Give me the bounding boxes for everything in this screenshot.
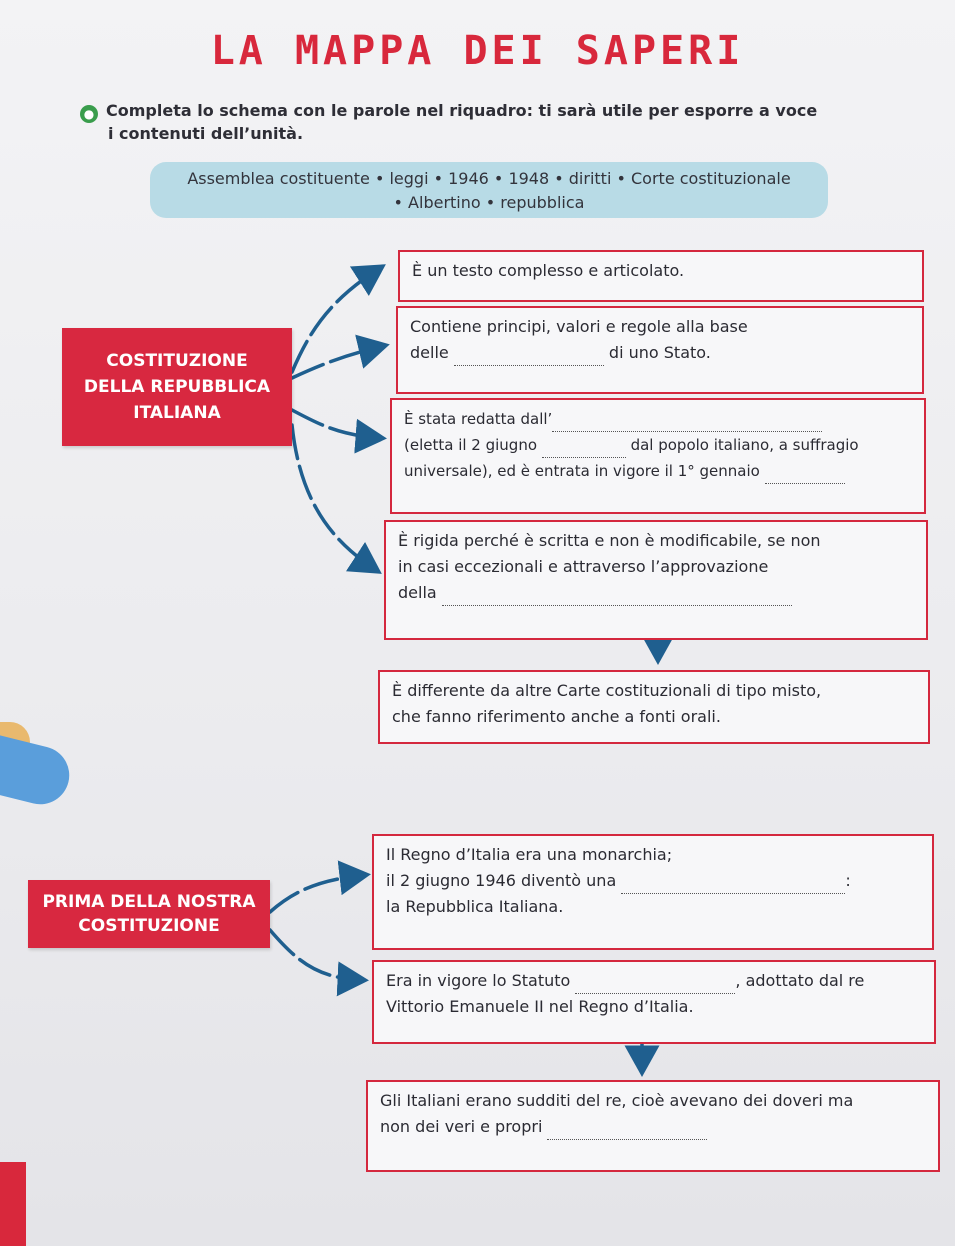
box-text: in casi eccezionali e attraverso l’appro… — [398, 557, 769, 576]
box-text: , adottato dal re — [735, 971, 865, 990]
fill-blank-1946[interactable] — [541, 439, 626, 458]
fill-blank-assemblea[interactable] — [552, 413, 823, 432]
box-text: È un testo complesso e articolato. — [412, 261, 685, 280]
word-box-line-1: Assemblea costituente • leggi • 1946 • 1… — [187, 169, 791, 188]
box-text: Il Regno d’Italia era una monarchia; — [386, 845, 673, 864]
instruction: ● Completa lo schema con le parole nel ri… — [80, 100, 840, 144]
concept-box-8: Gli Italiani erano sudditi del re, cioè … — [366, 1080, 940, 1172]
curved-arrow-icon — [268, 928, 369, 997]
box-text: Era in vigore lo Statuto — [386, 971, 571, 990]
label-line: DELLA REPUBBLICA — [83, 377, 271, 397]
concept-box-2: Contiene principi, valori e regole alla … — [396, 306, 924, 394]
box-text: la Repubblica Italiana. — [386, 897, 564, 916]
box-text: È stata redatta dall’ — [404, 410, 553, 428]
fill-blank-repubblica[interactable] — [621, 875, 846, 894]
curved-arrow-icon — [290, 423, 382, 574]
box-text: dal popolo italiano, a suffragio — [630, 436, 859, 454]
concept-box-4: È rigida perché è scritta e non è modifi… — [384, 520, 928, 640]
box-text: non dei veri e propri — [380, 1117, 543, 1136]
box-text: (eletta il 2 giugno — [404, 436, 538, 454]
word-box: Assemblea costituente • leggi • 1946 • 1… — [150, 162, 828, 218]
fill-blank-corte[interactable] — [441, 587, 792, 606]
concept-box-3: È stata redatta dall’ (eletta il 2 giugn… — [390, 398, 926, 514]
curved-arrow-icon — [268, 860, 371, 914]
box-text: che fanno riferimento anche a fonti oral… — [392, 707, 721, 726]
box-text: Gli Italiani erano sudditi del re, cioè … — [380, 1091, 854, 1110]
fill-blank-albertino[interactable] — [575, 975, 736, 994]
concept-box-1: È un testo complesso e articolato. — [398, 250, 924, 302]
concept-box-5: È differente da altre Carte costituziona… — [378, 670, 930, 744]
curved-arrow-icon — [290, 408, 387, 454]
box-text: È rigida perché è scritta e non è modifi… — [398, 531, 821, 550]
label-line: COSTITUZIONE — [106, 351, 248, 371]
box-text: delle — [410, 343, 449, 362]
label-line: PRIMA DELLA NOSTRA — [42, 892, 256, 912]
label-line: COSTITUZIONE — [78, 916, 220, 936]
curved-arrow-icon — [290, 264, 386, 374]
page-title: LA MAPPA DEI SAPERI — [210, 28, 745, 74]
box-text: il 2 giugno 1946 diventò una — [386, 871, 617, 890]
globe-bullet-icon: ● — [80, 105, 98, 123]
fill-blank-1948[interactable] — [764, 465, 845, 484]
concept-box-6: Il Regno d’Italia era una monarchia; il … — [372, 834, 934, 950]
instruction-line-1: Completa lo schema con le parole nel riq… — [106, 101, 818, 120]
page-edge-tab — [0, 1162, 26, 1246]
word-box-line-2: • Albertino • repubblica — [393, 193, 585, 212]
box-text: : — [845, 871, 851, 890]
instruction-line-2: i contenuti dell’unità. — [108, 124, 304, 143]
box-text: È differente da altre Carte costituziona… — [392, 681, 822, 700]
fill-blank-diritti[interactable] — [547, 1121, 708, 1140]
label-prima-costituzione: PRIMA DELLA NOSTRA COSTITUZIONE — [28, 880, 270, 948]
box-text: universale), ed è entrata in vigore il 1… — [404, 462, 760, 480]
box-text: di uno Stato. — [608, 343, 711, 362]
box-text: della — [398, 583, 437, 602]
box-text: Contiene principi, valori e regole alla … — [410, 317, 748, 336]
label-costituzione: COSTITUZIONE DELLA REPUBBLICA ITALIANA — [62, 328, 292, 446]
curved-arrow-icon — [290, 334, 390, 380]
label-line: ITALIANA — [133, 403, 221, 423]
fill-blank-leggi[interactable] — [453, 347, 604, 366]
concept-box-7: Era in vigore lo Statuto , adottato dal … — [372, 960, 936, 1044]
box-text: Vittorio Emanuele II nel Regno d’Italia. — [386, 997, 694, 1016]
